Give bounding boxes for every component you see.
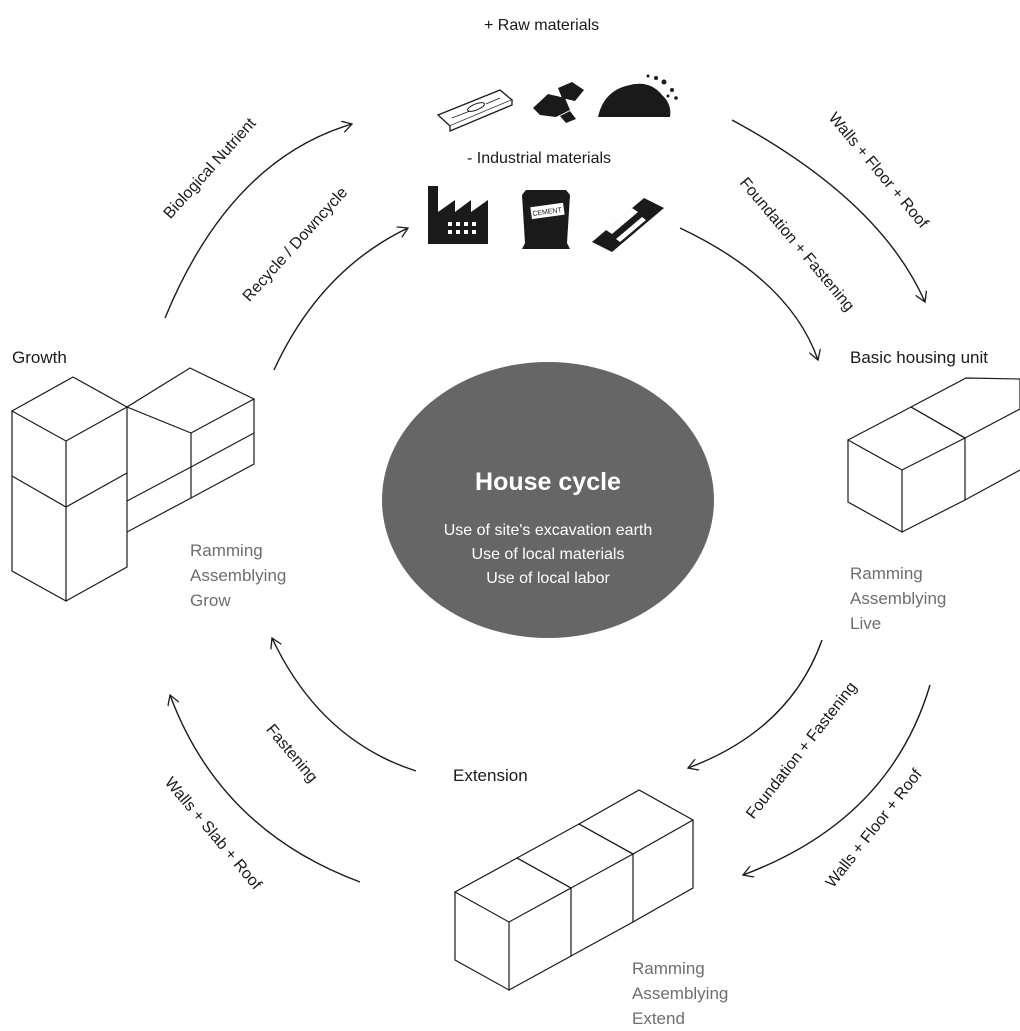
growth-note-2: Assemblying: [190, 566, 287, 585]
basic-unit-notes: Ramming Assemblying Live: [850, 561, 946, 636]
hub-line-3: Use of local labor: [486, 570, 610, 587]
industrial-materials-label: - Industrial materials: [467, 150, 612, 167]
basic-note-3: Live: [850, 614, 882, 633]
arrow-foundation-fastening-bottom: [688, 639, 823, 768]
timber-plank-icon: [436, 89, 514, 132]
steel-sheets-icon: [592, 198, 664, 252]
cement-bag-icon: CEMENT: [522, 190, 570, 249]
arrow-foundation-fastening-top: [679, 227, 818, 360]
arrow-recycle: [273, 228, 408, 371]
extension-note-1: Ramming: [632, 959, 705, 978]
arrow-fastening: [272, 638, 417, 772]
arrow-walls-floor-roof-bottom: [743, 684, 931, 875]
basic-note-1: Ramming: [850, 564, 923, 583]
growth-note-1: Ramming: [190, 541, 263, 560]
extension-notes: Ramming Assemblying Extend: [632, 956, 728, 1031]
hub-title: House cycle: [475, 468, 621, 496]
extension-note-2: Assemblying: [632, 984, 729, 1003]
basic-unit-cubes: [846, 377, 1020, 534]
growth-note-3: Grow: [190, 591, 231, 610]
growth-notes: Ramming Assemblying Grow: [190, 538, 286, 613]
arrow-biological-nutrient: [164, 124, 352, 319]
arrow-walls-floor-roof-top: [731, 119, 925, 302]
hub-line-1: Use of site's excavation earth: [443, 522, 653, 539]
stones-icon: [533, 82, 584, 123]
hub-line-2: Use of local materials: [471, 546, 625, 563]
arrow-walls-slab-roof: [170, 695, 361, 883]
growth-label: Growth: [12, 348, 67, 367]
growth-cubes: [10, 367, 256, 603]
basic-note-2: Assemblying: [850, 589, 947, 608]
house-cycle-hub: [382, 362, 714, 638]
raw-materials-label: + Raw materials: [484, 17, 600, 34]
factory-icon: [428, 186, 488, 244]
extension-note-3: Extend: [632, 1009, 685, 1028]
basic-unit-label: Basic housing unit: [850, 348, 988, 367]
earth-pile-icon: [598, 74, 678, 117]
extension-label: Extension: [453, 766, 528, 785]
cement-label: CEMENT: [532, 207, 563, 218]
extension-cubes: [453, 789, 695, 992]
